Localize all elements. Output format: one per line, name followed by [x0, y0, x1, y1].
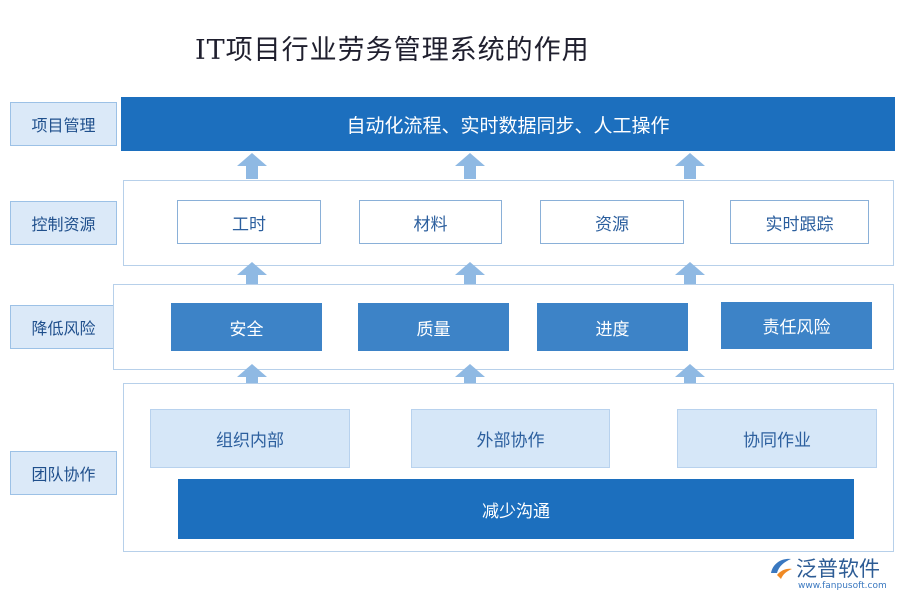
logo-url: www.fanpusoft.com: [798, 581, 887, 591]
risk-item-progress: 进度: [537, 303, 688, 351]
reduce-communication-bar: 减少沟通: [178, 479, 854, 539]
project-management-bar: 自动化流程、实时数据同步、人工操作: [121, 97, 895, 151]
fanpu-logo: 泛普软件 www.fanpusoft.com: [768, 553, 893, 595]
resource-item-materials: 材料: [359, 200, 502, 244]
up-arrow-icon: [675, 262, 705, 288]
side-label-project-management: 项目管理: [10, 102, 117, 146]
up-arrow-icon: [237, 364, 267, 390]
side-label-control-resources: 控制资源: [10, 201, 117, 245]
up-arrow-icon: [675, 364, 705, 390]
logo-icon: [771, 558, 792, 579]
resource-item-tracking: 实时跟踪: [730, 200, 869, 244]
page-title: IT项目行业劳务管理系统的作用: [195, 35, 590, 66]
logo-name: 泛普软件: [796, 557, 880, 581]
up-arrow-icon: [455, 262, 485, 288]
up-arrow-icon: [237, 262, 267, 288]
team-item-external: 外部协作: [411, 409, 610, 468]
up-arrow-icon: [455, 364, 485, 390]
risk-item-quality: 质量: [358, 303, 509, 351]
side-label-reduce-risk: 降低风险: [10, 305, 117, 349]
risk-item-safety: 安全: [171, 303, 322, 351]
resource-item-hours: 工时: [177, 200, 321, 244]
team-item-cooperative: 协同作业: [677, 409, 877, 468]
risk-item-liability: 责任风险: [721, 302, 872, 349]
up-arrow-icon: [675, 153, 705, 179]
side-label-team-collaboration: 团队协作: [10, 451, 117, 495]
up-arrow-icon: [455, 153, 485, 179]
resource-item-resources: 资源: [540, 200, 684, 244]
up-arrow-icon: [237, 153, 267, 179]
team-item-internal: 组织内部: [150, 409, 350, 468]
